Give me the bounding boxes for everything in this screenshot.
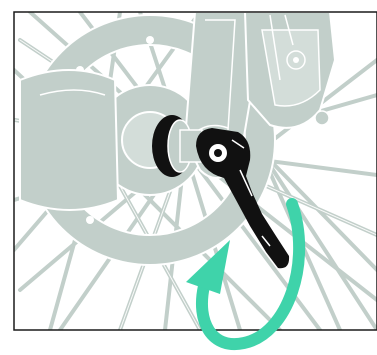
caliper-icon — [245, 12, 335, 128]
hub-shell-icon — [20, 70, 118, 210]
